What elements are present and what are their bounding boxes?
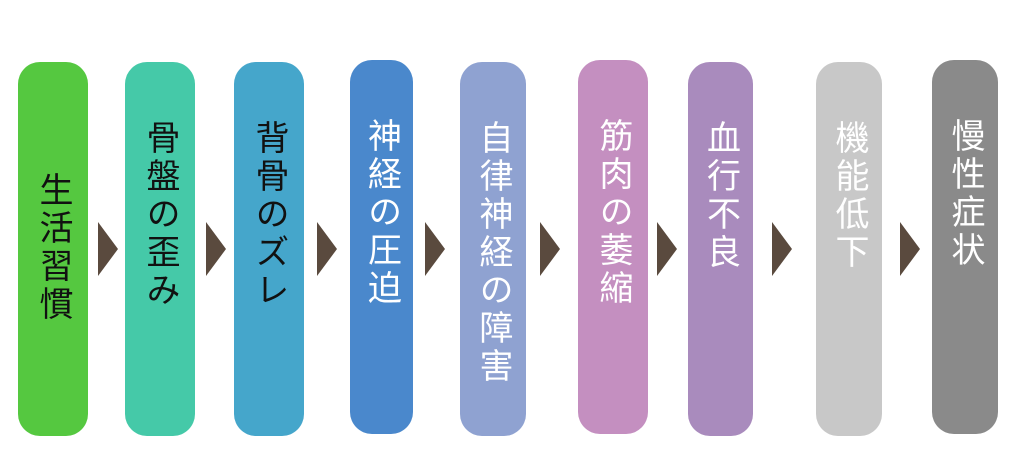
step-nerve-compression: 神経の圧迫: [350, 60, 413, 434]
arrow-right-icon: [98, 222, 118, 276]
step-label: 骨盤の歪み: [140, 120, 180, 310]
step-label: 背骨のズレ: [249, 120, 289, 310]
step-label: 機能低下: [829, 120, 869, 272]
step-autonomic-disorder: 自律神経の障害: [460, 62, 526, 436]
arrow-right-icon: [657, 222, 677, 276]
arrow-right-icon: [900, 222, 920, 276]
arrow-right-icon: [540, 222, 560, 276]
step-label: 血行不良: [700, 120, 741, 272]
arrow-right-icon: [772, 222, 792, 276]
step-lifestyle: 生活習慣: [18, 62, 88, 436]
step-muscle-atrophy: 筋肉の萎縮: [578, 60, 648, 434]
step-label: 神経の圧迫: [361, 118, 402, 308]
arrow-right-icon: [317, 222, 337, 276]
step-label: 自律神経の障害: [473, 120, 513, 386]
step-chronic-symptoms: 慢性症状: [932, 60, 998, 434]
step-label: 筋肉の萎縮: [593, 118, 633, 308]
step-poor-circulation: 血行不良: [688, 62, 753, 436]
step-function-decline: 機能低下: [816, 62, 882, 436]
arrow-right-icon: [206, 222, 226, 276]
step-label: 慢性症状: [945, 118, 985, 270]
step-label: 生活習慣: [33, 172, 73, 324]
arrow-right-icon: [425, 222, 445, 276]
step-pelvis-distortion: 骨盤の歪み: [125, 62, 195, 436]
step-spine-misalignment: 背骨のズレ: [234, 62, 304, 436]
